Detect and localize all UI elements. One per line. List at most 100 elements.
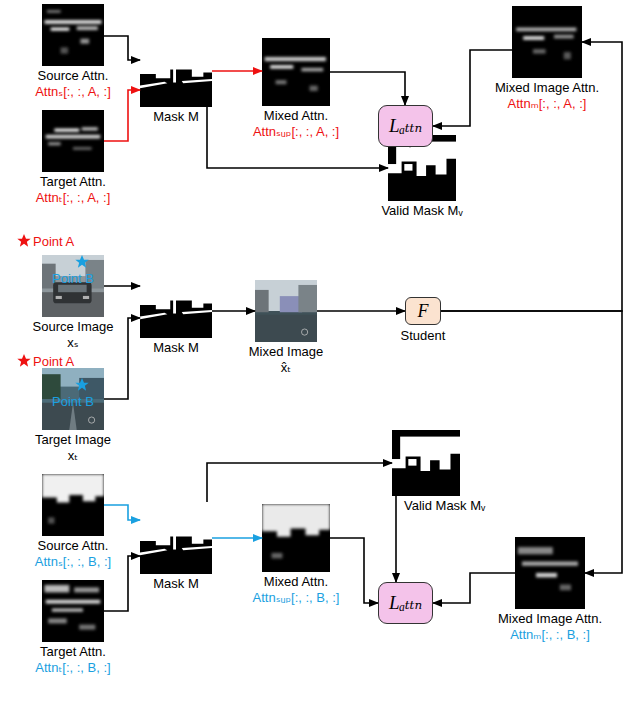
photo-images bbox=[42, 255, 317, 430]
image-node: Source Imagexₛ bbox=[42, 255, 104, 317]
mask-images-part bbox=[140, 502, 212, 574]
arrow-connector bbox=[104, 285, 140, 287]
attention-maps bbox=[42, 4, 585, 642]
caption-text: Target Attn. bbox=[36, 174, 111, 190]
caption-text: Attnₛ[:, :, A, :] bbox=[35, 84, 111, 100]
caption-text: xₛ bbox=[33, 335, 114, 351]
caption-text: Mask M bbox=[153, 576, 199, 592]
arrow-connector bbox=[104, 505, 140, 520]
caption-block: Mask M bbox=[153, 576, 199, 592]
arrow-connector bbox=[441, 42, 622, 311]
caption-text: Attnₛ[:, :, B, :] bbox=[35, 554, 111, 570]
attention-maps-part bbox=[42, 110, 104, 172]
image-node: Mixed Attn.Attnₛᵤₚ[:, :, B, :] bbox=[262, 504, 330, 572]
point-stars-part bbox=[75, 255, 88, 268]
attention-maps-part bbox=[515, 537, 585, 609]
caption-block: Target Imagexₜ bbox=[35, 432, 111, 464]
image-node: Mask M bbox=[140, 35, 212, 107]
point-stars bbox=[17, 234, 88, 391]
image-node: Mixed Imagex̂ₜ bbox=[255, 280, 317, 342]
caption-block: Mixed Attn.Attnₛᵤₚ[:, :, A, :] bbox=[253, 108, 339, 140]
caption-block: Mixed Attn.Attnₛᵤₚ[:, :, B, :] bbox=[253, 574, 340, 606]
photo-images-part bbox=[42, 368, 104, 430]
arrow-connector bbox=[317, 310, 405, 312]
arrow-connector bbox=[330, 72, 405, 105]
arrow-connector bbox=[212, 70, 262, 72]
caption-text: Source Image bbox=[33, 319, 114, 335]
caption-block: Target Attn.Attnₜ[:, :, B, :] bbox=[35, 644, 110, 676]
mask-images-part bbox=[140, 266, 212, 338]
attention-maps-part bbox=[262, 38, 330, 106]
caption-text: Valid Mask Mᵥ bbox=[404, 498, 485, 514]
image-node: Mask M bbox=[140, 502, 212, 574]
image-node: Target Attn.Attnₜ[:, :, B, :] bbox=[42, 580, 104, 642]
attention-maps-part bbox=[42, 580, 104, 642]
mask-images-part bbox=[140, 35, 212, 107]
caption-text: x̂ₜ bbox=[249, 360, 323, 376]
loss-box: Lₐₜₜₙ bbox=[378, 582, 433, 624]
caption-text: Lₐₜₜₙ bbox=[389, 115, 422, 137]
image-node: Mixed Image Attn.Attnₘ[:, :, B, :] bbox=[515, 537, 585, 609]
caption-text: Attnₜ[:, :, B, :] bbox=[35, 660, 110, 676]
arrow-connector bbox=[395, 496, 397, 582]
image-node: Mask M bbox=[140, 266, 212, 338]
image-node: Mixed Image Attn.Attnₘ[:, :, A, :] bbox=[512, 6, 582, 78]
arrow-connector bbox=[207, 463, 392, 502]
caption-text: Mixed Image Attn. bbox=[495, 80, 599, 96]
caption-block: Target Attn.Attnₜ[:, :, A, :] bbox=[36, 174, 111, 206]
caption-block: Mixed Image Attn.Attnₘ[:, :, A, :] bbox=[495, 80, 599, 112]
caption-text: Attnₘ[:, :, B, :] bbox=[498, 627, 602, 643]
caption-text: Attnₛᵤₚ[:, :, B, :] bbox=[253, 590, 340, 606]
mask-images-part bbox=[392, 430, 460, 496]
caption-text: Mixed Attn. bbox=[253, 108, 339, 124]
point-stars-part bbox=[17, 354, 30, 367]
caption-block: Source Attn.Attnₛ[:, :, A, :] bbox=[35, 68, 111, 100]
arrow-connector bbox=[212, 310, 255, 312]
mask-images bbox=[140, 35, 460, 574]
arrow-connector bbox=[207, 107, 388, 168]
point-label: Point A bbox=[33, 354, 74, 369]
attention-maps-part bbox=[42, 4, 104, 66]
arrow-connector bbox=[433, 573, 515, 603]
caption-text: Attnₘ[:, :, A, :] bbox=[495, 96, 599, 112]
caption-text: Target Image bbox=[35, 432, 111, 448]
caption-text: Source Attn. bbox=[35, 68, 111, 84]
point-stars-part bbox=[17, 234, 30, 247]
attention-maps-part bbox=[512, 6, 582, 78]
caption-text: Mixed Attn. bbox=[253, 574, 340, 590]
point-label: Point A bbox=[33, 234, 74, 249]
image-node: Mixed Attn.Attnₛᵤₚ[:, :, A, :] bbox=[262, 38, 330, 106]
caption-block: Valid Mask Mᵥ bbox=[381, 203, 462, 219]
caption-block: Mixed Image Attn.Attnₘ[:, :, B, :] bbox=[498, 611, 602, 643]
caption-text: F bbox=[418, 301, 429, 321]
caption-text: xₜ bbox=[35, 448, 111, 464]
caption-block: Mask M bbox=[153, 340, 199, 356]
caption-text: Valid Mask Mᵥ bbox=[381, 203, 462, 219]
image-node: Valid Mask Mᵥ bbox=[388, 135, 456, 201]
attention-maps-part bbox=[262, 504, 330, 572]
caption-text: Mixed Image Attn. bbox=[498, 611, 602, 627]
caption-block: Valid Mask Mᵥ bbox=[404, 498, 485, 514]
caption-text: Attnₛᵤₚ[:, :, A, :] bbox=[253, 124, 339, 140]
point-label: Point B bbox=[52, 271, 94, 286]
caption-text: Source Attn. bbox=[35, 538, 111, 554]
attention-maps-part bbox=[42, 474, 104, 536]
loss-box: Lₐₜₜₙ bbox=[378, 105, 433, 147]
photo-images-part bbox=[255, 280, 317, 342]
image-node: Source Attn.Attnₛ[:, :, A, :] bbox=[42, 4, 104, 66]
image-node: Target Attn.Attnₜ[:, :, A, :] bbox=[42, 110, 104, 172]
caption-block: Student bbox=[401, 328, 446, 344]
image-node: Source Attn.Attnₛ[:, :, B, :] bbox=[42, 474, 104, 536]
arrow-connector bbox=[104, 36, 140, 60]
student-box: FStudent bbox=[405, 297, 441, 325]
caption-block: Mixed Imagex̂ₜ bbox=[249, 344, 323, 376]
caption-text: Target Attn. bbox=[35, 644, 110, 660]
photo-images-part bbox=[42, 255, 104, 317]
caption-text: Mixed Image bbox=[249, 344, 323, 360]
point-stars-part bbox=[75, 378, 88, 391]
caption-text: Mask M bbox=[153, 340, 199, 356]
point-label: Point B bbox=[52, 394, 94, 409]
caption-text: Student bbox=[401, 328, 446, 344]
arrow-connector bbox=[212, 537, 262, 539]
caption-text: Attnₜ[:, :, A, :] bbox=[36, 190, 111, 206]
